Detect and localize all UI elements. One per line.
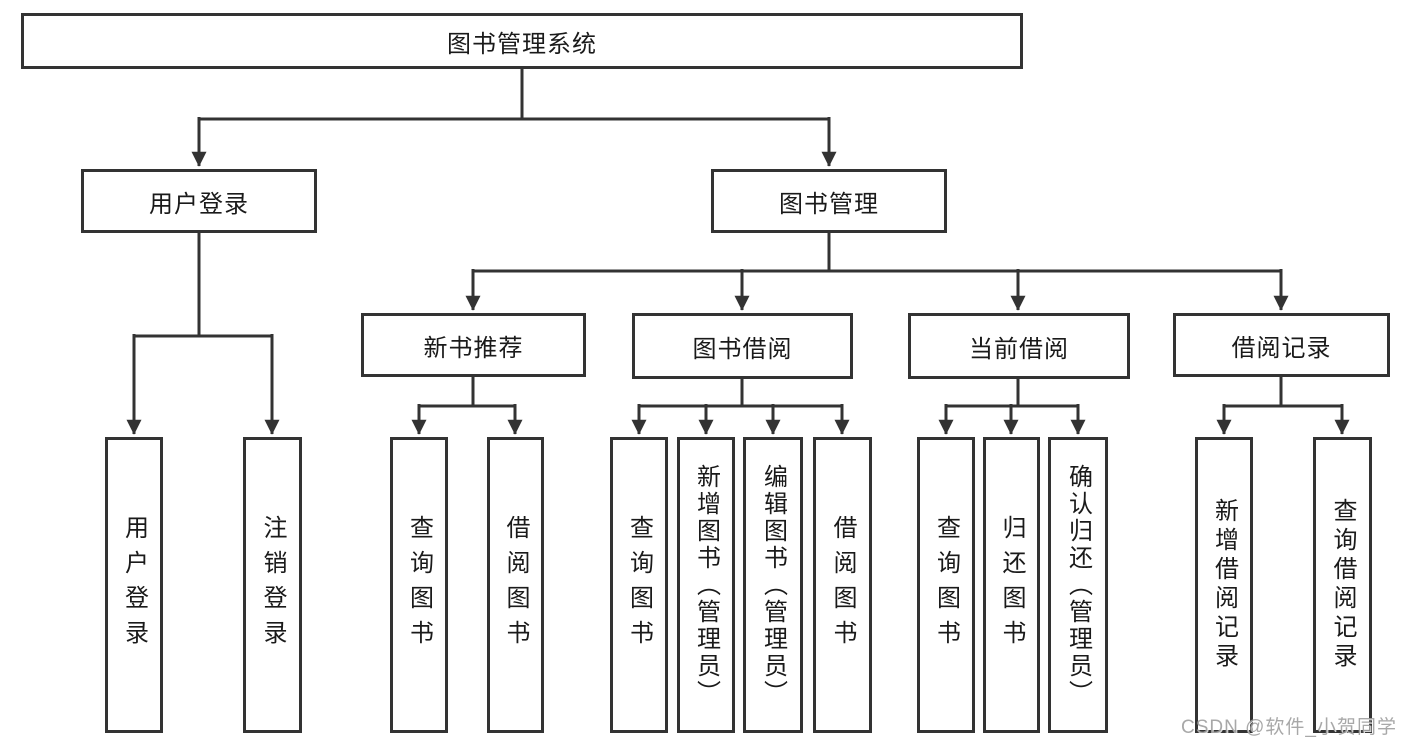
leaf-borrow-books-recommend: 借阅图书 — [487, 437, 544, 733]
leaf-query-books-borrowing: 查询图书 — [610, 437, 668, 733]
leaf-borrow-books: 借阅图书 — [813, 437, 872, 733]
node-label: 借阅记录 — [1231, 334, 1332, 362]
leaf-query-books-current: 查询图书 — [917, 437, 975, 733]
leaf-label: 借阅图书 — [829, 515, 856, 655]
node-book-management: 图书管理 — [711, 169, 947, 233]
leaf-user-login: 用户登录 — [105, 437, 163, 733]
leaf-label: 查询借阅记录 — [1329, 498, 1356, 672]
leaf-label: 新增图书（管理员） — [692, 463, 720, 707]
leaf-label: 用户登录 — [120, 515, 148, 655]
node-current-borrowing: 当前借阅 — [908, 313, 1130, 379]
csdn-watermark: CSDN @软件_小贺同学 — [1181, 717, 1397, 738]
node-label: 图书借阅 — [692, 335, 793, 363]
leaf-confirm-return-admin: 确认归还（管理员） — [1048, 437, 1108, 733]
node-label: 用户登录 — [149, 190, 249, 218]
leaf-label: 新增借阅记录 — [1210, 498, 1238, 672]
node-book-borrowing: 图书借阅 — [632, 313, 853, 379]
leaf-edit-books-admin: 编辑图书（管理员） — [743, 437, 803, 733]
leaf-label: 确认归还（管理员） — [1064, 463, 1092, 707]
node-root-system: 图书管理系统 — [21, 13, 1023, 69]
leaf-query-borrow-record: 查询借阅记录 — [1313, 437, 1372, 733]
leaf-label: 借阅图书 — [502, 515, 529, 655]
leaf-logout: 注销登录 — [243, 437, 302, 733]
node-label: 图书管理 — [779, 190, 879, 218]
leaf-add-borrow-record: 新增借阅记录 — [1195, 437, 1253, 733]
leaf-label: 查询图书 — [932, 515, 960, 655]
leaf-label: 查询图书 — [405, 515, 433, 655]
node-new-book-recommend: 新书推荐 — [361, 313, 586, 377]
leaf-return-books: 归还图书 — [983, 437, 1040, 733]
leaf-label: 归还图书 — [998, 515, 1025, 655]
leaf-label: 注销登录 — [259, 515, 286, 655]
node-borrow-records: 借阅记录 — [1173, 313, 1390, 377]
leaf-label: 编辑图书（管理员） — [759, 463, 787, 707]
leaf-label: 查询图书 — [625, 515, 653, 655]
leaf-query-books-recommend: 查询图书 — [390, 437, 448, 733]
leaf-add-books-admin: 新增图书（管理员） — [677, 437, 735, 733]
node-label: 当前借阅 — [969, 335, 1069, 363]
node-label: 图书管理系统 — [447, 30, 597, 58]
node-user-login: 用户登录 — [81, 169, 317, 233]
node-label: 新书推荐 — [423, 334, 524, 362]
